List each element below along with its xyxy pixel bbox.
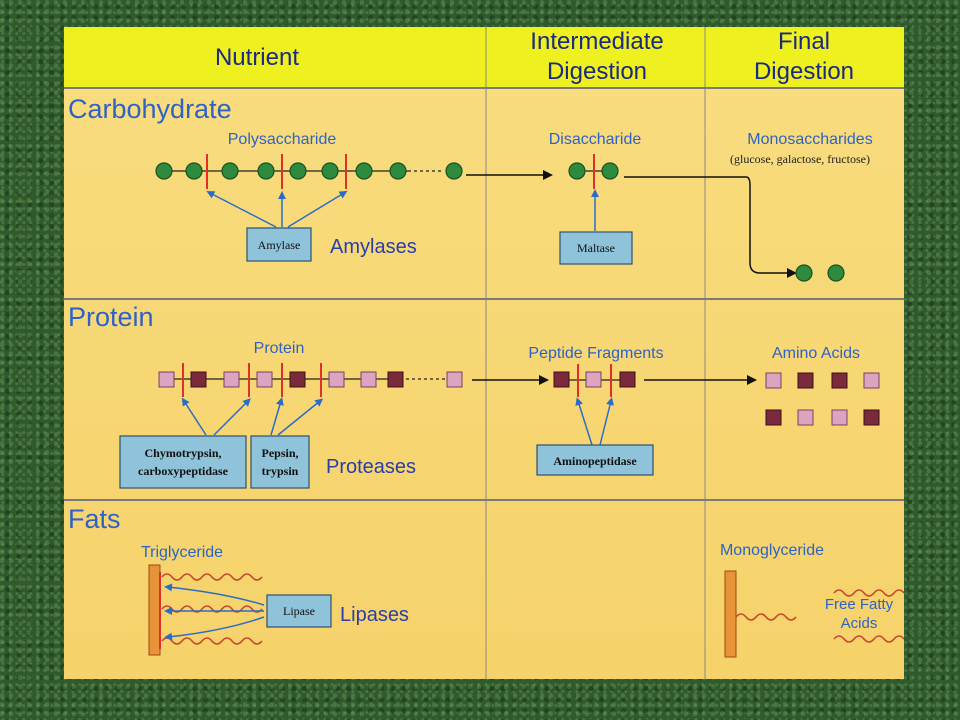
glucose-unit	[257, 162, 275, 180]
glucose-unit	[389, 162, 407, 180]
carbohydrate-title: Carbohydrate	[68, 94, 232, 124]
amino-acid	[553, 371, 570, 388]
chymotrypsin-label: Chymotrypsin,	[144, 446, 221, 460]
amino-acid	[256, 371, 273, 388]
glucose-unit	[445, 162, 463, 180]
protein-row: Protein Protein	[68, 302, 880, 489]
fats-title: Fats	[68, 504, 121, 534]
pepsin-label: Pepsin,	[261, 446, 298, 460]
fatty-acid-chain	[735, 613, 797, 621]
glucose-unit	[221, 162, 239, 180]
amino-acid	[446, 371, 463, 388]
polysaccharide-label: Polysaccharide	[228, 131, 337, 148]
monosaccharide-unit	[795, 264, 813, 282]
carboxypeptidase-label: carboxypeptidase	[138, 464, 229, 478]
amino-acid	[328, 371, 345, 388]
trypsin-label: trypsin	[262, 464, 299, 478]
aminopeptidase-box	[536, 444, 654, 476]
header-intermediate-line2: Digestion	[547, 58, 647, 85]
proteases-label: Proteases	[326, 456, 416, 478]
aminopeptidase-arrows	[575, 397, 614, 446]
monosaccharides-sublabel: (glucose, galactose, fructose)	[730, 152, 870, 166]
header-intermediate-line1: Intermediate	[530, 28, 663, 55]
protease-arrows	[181, 397, 324, 436]
digestion-diagram: Nutrient Intermediate Digestion Final Di…	[64, 27, 904, 679]
polysaccharide-chain	[155, 154, 463, 189]
lipase-label: Lipase	[283, 604, 315, 618]
amino-acid	[863, 409, 880, 426]
lipases-label: Lipases	[340, 604, 409, 626]
free-amino-acids	[765, 372, 880, 426]
amino-acid	[831, 372, 848, 389]
amino-acid	[223, 371, 240, 388]
digestion-flow-arrow	[624, 176, 797, 278]
disaccharide-label: Disaccharide	[549, 131, 642, 148]
amino-acid	[797, 372, 814, 389]
glucose-unit	[568, 162, 586, 180]
amino-acid	[585, 371, 602, 388]
maltase-box	[559, 231, 633, 265]
amino-acids-label: Amino Acids	[772, 345, 860, 362]
monosaccharide-unit	[827, 264, 845, 282]
header-final-line2: Digestion	[754, 58, 854, 85]
lipase-box	[266, 594, 332, 628]
amino-acid	[158, 371, 175, 388]
glucose-unit	[601, 162, 619, 180]
header-nutrient: Nutrient	[215, 44, 299, 71]
glucose-unit	[289, 162, 307, 180]
fatty-acid-chains	[161, 573, 263, 645]
fats-row: Fats Triglyceride Lipase Lipases Monogly…	[68, 504, 904, 658]
amino-acid	[831, 409, 848, 426]
amino-acid	[619, 371, 636, 388]
monoglyceride-label: Monoglyceride	[720, 542, 824, 559]
glucose-unit	[355, 162, 373, 180]
amylase-arrows	[206, 190, 348, 228]
table-grid	[64, 27, 904, 679]
free-fatty-label-line1: Free Fatty	[825, 596, 894, 613]
pepsin-trypsin-box	[250, 435, 310, 489]
amylase-label: Amylase	[258, 238, 301, 252]
amino-acid	[863, 372, 880, 389]
amino-acid	[797, 409, 814, 426]
glucose-unit	[185, 162, 203, 180]
monosaccharides-label: Monosaccharides	[747, 131, 872, 148]
amylases-label: Amylases	[330, 236, 417, 258]
protein-chain	[158, 363, 463, 397]
lipase-arrows	[164, 583, 265, 641]
peptide-fragment	[553, 364, 636, 397]
header-band	[64, 27, 904, 88]
amino-acid	[360, 371, 377, 388]
fatty-acid-chain	[161, 573, 263, 581]
amino-acid	[765, 409, 782, 426]
amino-acid	[765, 372, 782, 389]
header-final-line1: Final	[778, 28, 830, 55]
peptide-fragments-label: Peptide Fragments	[528, 345, 663, 362]
amino-acid	[387, 371, 404, 388]
glucose-unit	[155, 162, 173, 180]
protein-title: Protein	[68, 302, 154, 332]
disaccharide-pair	[568, 154, 619, 189]
free-fatty-acid	[833, 635, 904, 643]
carbohydrate-row: Carbohydrate Polysaccharide	[68, 94, 873, 282]
aminopeptidase-label: Aminopeptidase	[553, 454, 637, 468]
free-fatty-acid	[833, 589, 904, 597]
chymotrypsin-box	[119, 435, 247, 489]
maltase-label: Maltase	[577, 241, 615, 255]
free-fatty-label-line2: Acids	[841, 615, 878, 632]
protein-label: Protein	[254, 340, 305, 357]
glycerol-backbone	[148, 564, 161, 656]
glucose-unit	[321, 162, 339, 180]
amino-acid	[289, 371, 306, 388]
fatty-acid-chain	[161, 637, 263, 645]
monoglyceride-backbone	[724, 570, 737, 658]
triglyceride-label: Triglyceride	[141, 544, 223, 561]
digestion-slide: Nutrient Intermediate Digestion Final Di…	[64, 27, 904, 679]
amino-acid	[190, 371, 207, 388]
amylase-box	[246, 227, 312, 262]
